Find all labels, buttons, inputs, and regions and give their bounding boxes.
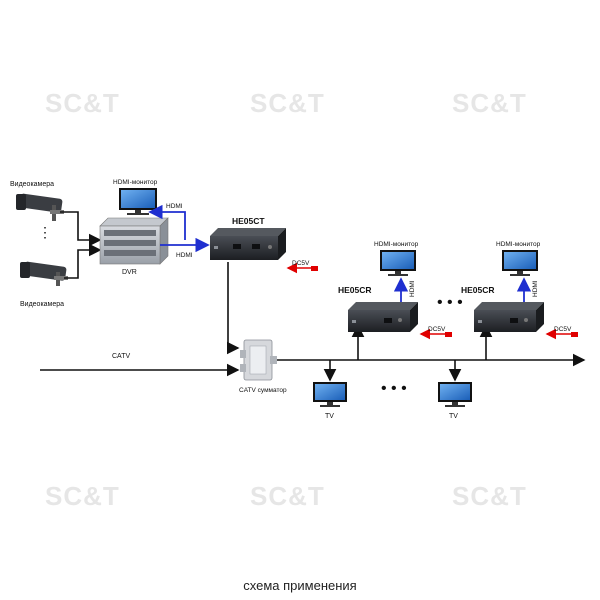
tv-2: TV bbox=[438, 382, 472, 420]
he05ct-device: HE05CT bbox=[210, 216, 286, 260]
he05cr-device-2: HE05CR bbox=[461, 285, 544, 332]
tv-label: TV bbox=[325, 413, 334, 420]
watermark: SC&T bbox=[45, 481, 120, 511]
hdmi-label: HDMI bbox=[176, 252, 193, 259]
tv-1: TV bbox=[313, 382, 347, 420]
watermark-group: SC&T SC&T SC&T SC&T SC&T SC&T bbox=[45, 88, 527, 511]
tv-label: TV bbox=[449, 413, 458, 420]
watermark: SC&T bbox=[250, 88, 325, 118]
camera-bottom: Видеокамера bbox=[20, 261, 68, 308]
hdmi-label: HDMI bbox=[409, 280, 416, 297]
watermark: SC&T bbox=[452, 481, 527, 511]
rf-link-line bbox=[226, 262, 240, 355]
power-plug-icon bbox=[311, 266, 318, 271]
he05cr-device-1: HE05CR bbox=[338, 285, 418, 332]
dvr-label: DVR bbox=[122, 269, 137, 276]
camera-label: Видеокамера bbox=[20, 301, 64, 308]
dc5v-label: DC5V bbox=[554, 326, 572, 333]
hdmi-monitor-1: HDMI-монитор bbox=[374, 241, 419, 276]
hdmi-monitor-label: HDMI-монитор bbox=[374, 241, 419, 248]
he05cr-label: HE05CR bbox=[461, 285, 495, 295]
more-receivers-dots: • • • bbox=[437, 294, 463, 311]
diagram-caption: схема применения bbox=[243, 578, 357, 593]
camera-label: Видеокамера bbox=[10, 181, 54, 188]
hdmi-monitor-label: HDMI-монитор bbox=[113, 179, 158, 186]
more-cameras-dots: ⋮ bbox=[38, 224, 52, 240]
camera-top: Видеокамера bbox=[10, 181, 64, 221]
watermark: SC&T bbox=[45, 88, 120, 118]
catv-combiner-label: CATV сумматор bbox=[239, 387, 287, 394]
dc5v-label: DC5V bbox=[428, 326, 446, 333]
power-plug-icon bbox=[445, 332, 452, 337]
hdmi-monitor-2: HDMI-монитор bbox=[496, 241, 541, 276]
camera-link-line bbox=[64, 243, 102, 279]
more-tvs-dots: • • • bbox=[381, 380, 407, 397]
he05cr-label: HE05CR bbox=[338, 285, 372, 295]
hdmi-monitor-dvr: HDMI-монитор bbox=[113, 179, 158, 215]
hdmi-monitor-label: HDMI-монитор bbox=[496, 241, 541, 248]
he05ct-label: HE05CT bbox=[232, 216, 265, 226]
dc5v-label: DC5V bbox=[292, 260, 310, 267]
watermark: SC&T bbox=[250, 481, 325, 511]
camera-link-line bbox=[60, 211, 102, 247]
dvr-device: DVR bbox=[99, 217, 169, 276]
hdmi-arrow bbox=[148, 204, 186, 240]
hdmi-label: HDMI bbox=[532, 280, 539, 297]
watermark: SC&T bbox=[452, 88, 527, 118]
catv-label: CATV bbox=[112, 353, 130, 360]
power-plug-icon bbox=[571, 332, 578, 337]
catv-combiner: CATV сумматор bbox=[239, 339, 287, 394]
hdmi-label: HDMI bbox=[166, 203, 183, 210]
